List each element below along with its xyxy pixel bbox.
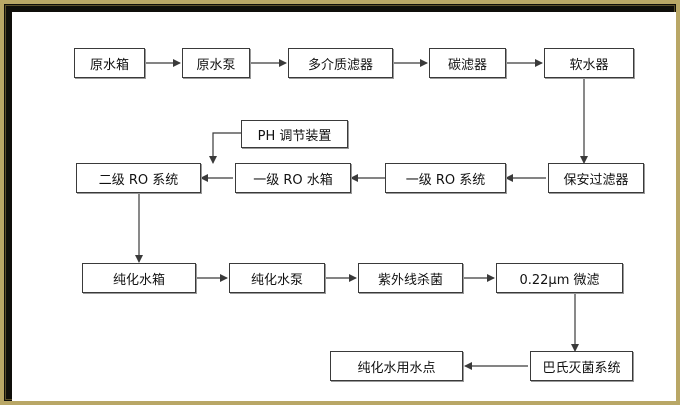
carbon-filter-box: 碳滤器 <box>429 48 506 78</box>
flow-diagram-canvas: 原水箱 原水泵 多介质滤器 碳滤器 软水器 PH 调节装置 二级 RO 系统 一… <box>12 12 676 401</box>
pure-water-pump-box: 纯化水泵 <box>229 263 325 293</box>
raw-pump-box: 原水泵 <box>182 48 250 78</box>
connector-layer <box>135 59 588 370</box>
pasteurization-box: 巴氏灭菌系统 <box>530 351 633 381</box>
raw-tank-box: 原水箱 <box>74 48 145 78</box>
ph-adjust-box: PH 调节装置 <box>241 120 348 148</box>
pure-water-tank-box: 纯化水箱 <box>82 263 196 293</box>
ro1-tank-box: 一级 RO 水箱 <box>235 163 351 193</box>
ro2-system-box: 二级 RO 系统 <box>76 163 201 193</box>
use-point-box: 纯化水用水点 <box>330 351 463 381</box>
security-filter-box: 保安过滤器 <box>548 163 644 193</box>
multi-media-filter-box: 多介质滤器 <box>288 48 393 78</box>
micro-filter-box: 0.22μm 微滤 <box>496 263 623 293</box>
softener-box: 软水器 <box>544 48 634 78</box>
arrow-ph-adjust-to-ro2 <box>209 132 241 164</box>
ro1-system-box: 一级 RO 系统 <box>385 163 506 193</box>
uv-sterilizer-box: 紫外线杀菌 <box>358 263 463 293</box>
